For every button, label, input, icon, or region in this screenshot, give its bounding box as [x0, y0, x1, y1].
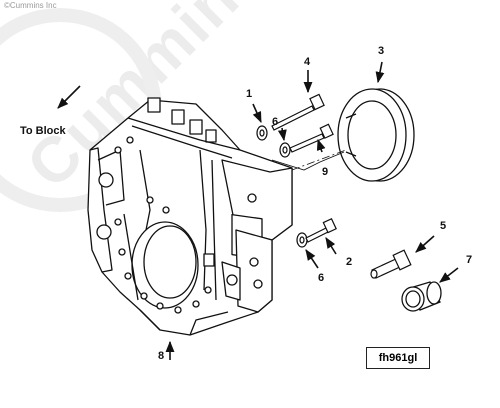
callout-label-3: 3 [378, 45, 385, 57]
arrow-9 [316, 138, 326, 153]
wear-sleeve-item-7 [401, 281, 442, 312]
arrow-2 [325, 237, 337, 255]
callout-label-1: 1 [246, 88, 253, 100]
callout-label-2: 2 [346, 256, 353, 268]
washer-item-6-upper [279, 142, 291, 158]
washer-item-1 [256, 125, 268, 141]
arrow-5 [415, 235, 435, 253]
figure-id-box: fh961gl [366, 347, 430, 369]
arrow-6-lower [305, 249, 319, 269]
washer-item-6-lower [296, 232, 308, 248]
callout-label-9: 9 [322, 166, 329, 178]
capscrew-item-4 [271, 93, 325, 131]
capscrew-item-9 [289, 123, 334, 153]
copyright-notice: ©Cummins Inc [4, 1, 57, 10]
arrow-6-upper [277, 127, 287, 142]
callout-label-4: 4 [304, 56, 311, 68]
rear-seal-item-3 [337, 88, 415, 182]
to-block-arrow [57, 85, 81, 109]
arrow-3 [375, 61, 385, 84]
callout-label-6-upper: 6 [272, 116, 279, 128]
callout-label-6-lower: 6 [318, 272, 325, 284]
arrow-7 [439, 267, 459, 283]
seal-centerline [291, 149, 347, 171]
plug-item-5 [370, 249, 412, 279]
arrow-1 [252, 103, 262, 124]
callout-9-bracket [271, 151, 345, 171]
to-block-label: To Block [20, 125, 66, 137]
callout-label-8: 8 [158, 350, 165, 362]
flywheel-housing [87, 97, 293, 336]
capscrew-item-2 [305, 217, 337, 243]
callout-label-7: 7 [466, 254, 473, 266]
callout-arrows [165, 61, 459, 360]
callout-label-5: 5 [440, 220, 447, 232]
